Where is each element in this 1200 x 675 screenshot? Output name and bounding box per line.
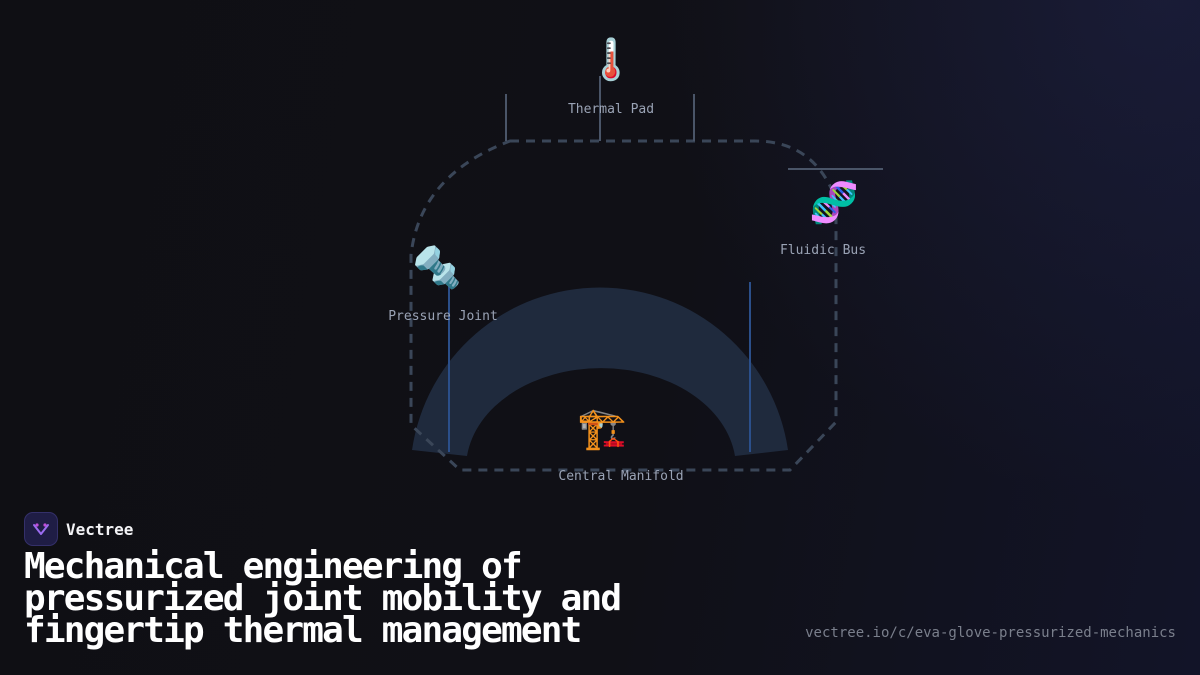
construction-crane-icon: 🏗️ — [577, 406, 627, 452]
vectree-logo-icon — [24, 512, 58, 546]
page-title: Mechanical engineering of pressurized jo… — [24, 546, 622, 651]
thermometer-icon: 🌡️ — [586, 37, 636, 83]
fluidic-bus-label: Fluidic Bus — [779, 243, 867, 258]
central-arch — [412, 287, 788, 456]
dna-icon: 🧬 — [809, 180, 859, 226]
nut-and-bolt-icon: 🔩 — [412, 245, 462, 291]
thermal-pad-label: Thermal Pad — [567, 102, 655, 117]
pressure-joint-label: Pressure Joint — [388, 309, 498, 324]
brand-name: Vectree — [66, 519, 134, 539]
brand: Vectree — [24, 512, 133, 546]
source-url: vectree.io/c/eva-glove-pressurized-mecha… — [805, 625, 1176, 641]
central-manifold-label: Central Manifold — [558, 469, 684, 484]
